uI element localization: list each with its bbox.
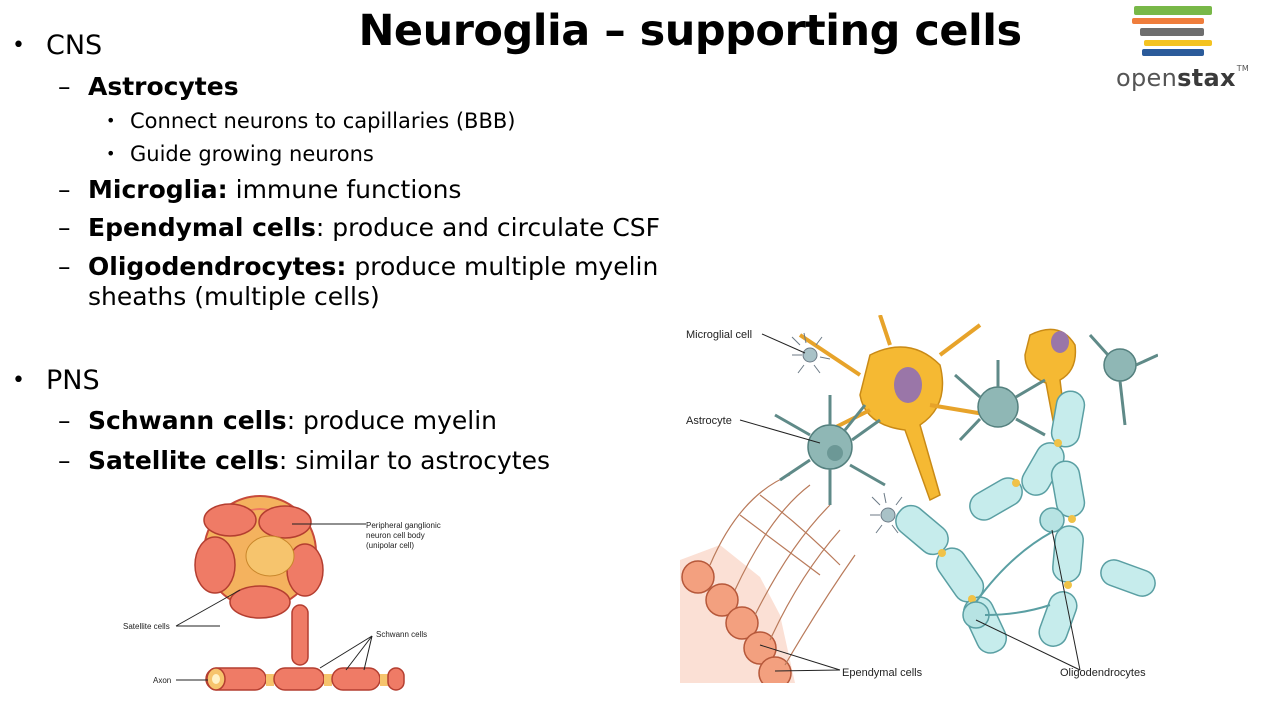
ependymal-item: –Ependymal cells: produce and circulate … xyxy=(58,213,661,242)
label-peripheral-ganglionic: Peripheral ganglionic xyxy=(366,521,441,530)
label-oligodendrocytes: Oligodendrocytes xyxy=(1060,667,1146,679)
pns-heading: •PNS xyxy=(12,365,100,396)
label-satellite-cells: Satellite cells xyxy=(123,622,170,631)
nodes-of-ranvier xyxy=(938,439,1076,603)
axon-stem xyxy=(291,604,309,666)
label-unipolar-cell: (unipolar cell) xyxy=(366,541,414,550)
cns-neuroglia-figure: Microglial cell Astrocyte Ependymal cell… xyxy=(680,315,1158,683)
astrocytes-subpoint-1: •Connect neurons to capillaries (BBB) xyxy=(106,109,516,133)
label-astrocyte: Astrocyte xyxy=(686,415,732,427)
astrocytes-item: –Astrocytes xyxy=(58,72,239,101)
oligodendrocytes-item-cont: sheaths (multiple cells) xyxy=(88,282,380,311)
slide-title: Neuroglia – supporting cells xyxy=(358,6,1022,56)
label-ependymal-cells: Ependymal cells xyxy=(842,667,923,679)
label-microglial-cell: Microglial cell xyxy=(686,329,752,341)
cns-heading: •CNS xyxy=(12,30,103,61)
label-axon: Axon xyxy=(153,676,171,685)
logo-wordmark: openstaxTM xyxy=(1116,64,1250,92)
astrocyte-cells xyxy=(774,333,1158,505)
microglial-cells xyxy=(791,332,909,534)
logo-books-icon xyxy=(1132,6,1212,56)
label-schwann-cells: Schwann cells xyxy=(376,630,427,639)
ependymal-layer xyxy=(680,545,795,683)
astrocytes-subpoint-2: •Guide growing neurons xyxy=(106,142,374,166)
openstax-logo: openstaxTM xyxy=(1112,4,1252,96)
oligodendrocyte-cells xyxy=(962,507,1065,629)
pns-ganglion-figure: Peripheral ganglionic neuron cell body (… xyxy=(123,495,441,691)
label-neuron-cell-body: neuron cell body xyxy=(366,531,425,540)
axon xyxy=(205,667,405,691)
ganglion-cell-body xyxy=(194,495,324,619)
myelin-sheaths xyxy=(895,390,1156,654)
schwann-item: –Schwann cells: produce myelin xyxy=(58,406,498,435)
microglia-item: –Microglia: immune functions xyxy=(58,175,462,204)
ependymal-processes xyxy=(709,474,856,666)
oligodendrocytes-item: –Oligodendrocytes: produce multiple myel… xyxy=(58,252,659,281)
satellite-item: –Satellite cells: similar to astrocytes xyxy=(58,446,550,475)
